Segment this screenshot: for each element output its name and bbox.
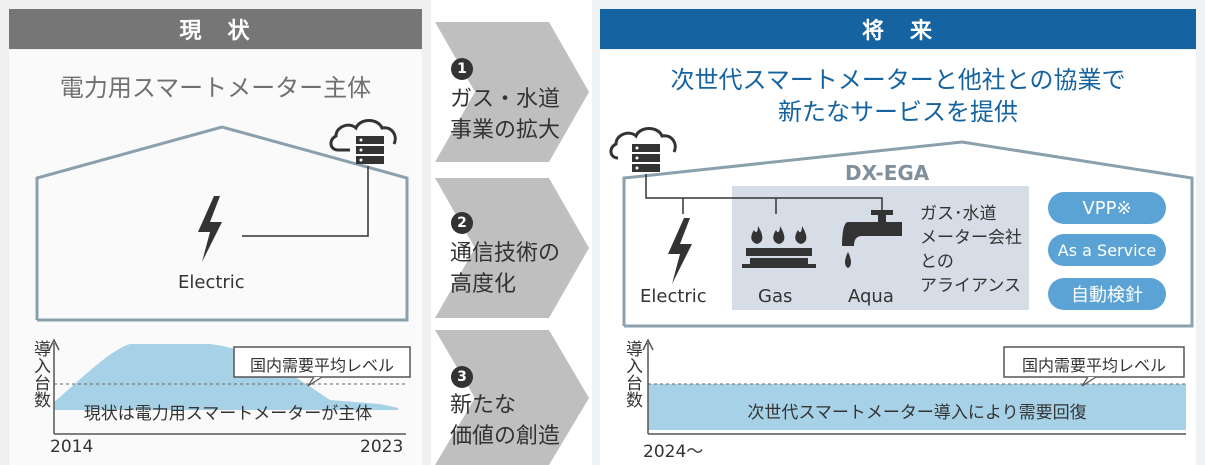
aqua-label: Aqua [848,286,894,307]
current-level-pointer [307,376,323,387]
future-title-line-1: 次世代スマートメーターと他社との協業で [670,66,1126,94]
step-1-line-1: ガス・水道 [450,87,561,112]
future-y-axis-label: 導入台数 [622,340,642,408]
server-icon-future [632,144,660,172]
arrow-2 [435,178,589,318]
service-pill-vpp: VPP※ [1048,192,1166,224]
step-3-line-1: 新たな [450,393,517,418]
gas-label: Gas [758,286,793,307]
current-demand-area [54,344,398,410]
step-2-text: 通信技術の 高度化 [450,238,560,300]
lightning-icon [198,196,222,262]
current-level-box [233,346,411,378]
current-x-end: 2023 [360,437,404,457]
dx-ega-label: DX-EGA [845,161,930,185]
step-3-number: 3 [451,366,473,388]
future-demand-chart [642,338,1186,435]
cloud-icon-future [609,127,677,160]
future-x-start: 2024～ [643,442,704,462]
server-icon [356,136,384,164]
future-header: 将 来 [600,9,1196,49]
future-house-outline [622,140,1194,328]
future-illustration [609,127,1194,435]
future-y-axis-arrow [642,338,654,351]
step-2-line-2: 高度化 [450,272,517,297]
current-y-axis-label: 導入台数 [30,340,50,408]
current-chart-caption: 現状は電力用スマートメーターが主体 [83,404,373,424]
transition-arrows [435,22,589,465]
current-electric-label: Electric [178,272,245,293]
service-pill-auto-reading: 自動検針 [1048,278,1166,310]
current-illustration [35,119,411,435]
current-demand-chart [48,338,411,435]
step-1-number: 1 [451,58,473,80]
current-connector-line [242,166,369,237]
current-subtitle: 電力用スマートメーター主体 [59,74,372,102]
step-2-line-1: 通信技術の [450,241,561,266]
future-connector-line [645,174,883,216]
step-1-text: ガス・水道 事業の拡大 [450,84,560,146]
arrow-3 [435,330,589,465]
future-demand-area [648,384,1186,430]
alliance-line-4: アライアンス [920,276,1021,296]
future-title-line-2: 新たなサービスを提供 [778,98,1018,126]
future-level-label: 国内需要平均レベル [1021,356,1166,375]
future-level-pointer [1081,376,1097,387]
future-title: 次世代スマートメーターと他社との協業で 新たなサービスを提供 [600,64,1196,128]
lightning-icon-future [668,218,692,284]
alliance-line-2: メーター会社 [920,228,1022,248]
step-3-text: 新たな 価値の創造 [450,390,560,452]
future-electric-label: Electric [640,286,707,307]
current-x-start: 2014 [50,437,94,457]
step-1-line-2: 事業の拡大 [450,118,561,143]
cloud-icon [329,119,397,152]
arrow-1 [435,22,589,162]
alliance-text: ガス･水道 メーター会社 との アライアンス [920,202,1022,298]
current-level-label: 国内需要平均レベル [249,356,394,375]
alliance-line-1: ガス･水道 [920,204,997,224]
gas-burner-icon [742,226,816,268]
step-3-line-2: 価値の創造 [450,424,561,449]
current-house-outline [35,125,409,322]
future-chart-caption: 次世代スマートメーター導入により需要回復 [747,403,1087,423]
alliance-line-3: との [920,252,954,272]
current-header: 現 状 [9,9,422,49]
faucet-icon [842,210,902,268]
service-pill-aas: As a Service [1048,234,1166,266]
future-level-box [1003,346,1185,378]
current-y-axis-arrow [48,338,60,351]
step-2-number: 2 [451,212,473,234]
